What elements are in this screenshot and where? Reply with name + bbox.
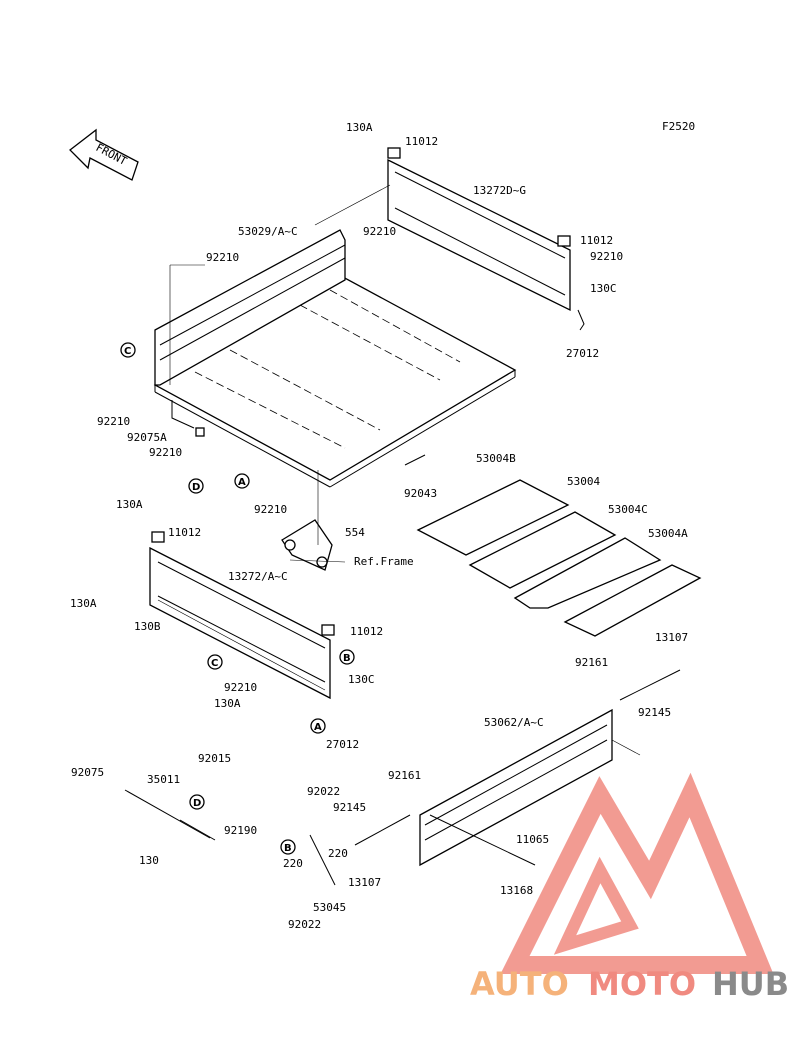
part-label: Ref.Frame: [354, 555, 414, 568]
part-label: 13272D~G: [473, 184, 526, 197]
callout-b-2: B: [280, 839, 296, 855]
part-label: 53004: [567, 475, 600, 488]
watermark-part1: AUTO: [470, 965, 569, 1003]
part-labels: 130A 11012 13272D~G 11012 92210 130C 270…: [70, 121, 688, 931]
part-label: 13168: [500, 884, 533, 897]
callout-c-2: C: [207, 654, 223, 670]
callout-a-2: A: [310, 718, 326, 734]
callout-letter: C: [124, 346, 131, 357]
part-label: 11012: [405, 135, 438, 148]
part-label: 92210: [363, 225, 396, 238]
part-label: 35011: [147, 773, 180, 786]
callout-letter: B: [284, 843, 292, 854]
part-label: 92145: [638, 706, 671, 719]
part-label: 27012: [326, 738, 359, 751]
callout-letter: A: [314, 722, 322, 733]
part-label: 53004B: [476, 452, 516, 465]
part-label: 130A: [346, 121, 373, 134]
figure-code: F2520: [662, 120, 695, 133]
part-label: 53045: [313, 901, 346, 914]
floor-mats: [416, 479, 702, 637]
front-arrow-icon: FRONT: [69, 128, 139, 181]
part-label: 53004C: [608, 503, 648, 516]
part-label: 130C: [348, 673, 375, 686]
callout-b-1: B: [339, 649, 355, 665]
part-label: 92210: [206, 251, 239, 264]
part-label: 92043: [404, 487, 437, 500]
callout-a-1: A: [234, 473, 250, 489]
part-label: 554: [345, 526, 365, 539]
part-label: 130C: [590, 282, 617, 295]
watermark-logo-icon: [500, 772, 774, 974]
part-label: 11065: [516, 833, 549, 846]
part-label: 130: [139, 854, 159, 867]
part-label: 92210: [149, 446, 182, 459]
part-label: 92075: [71, 766, 104, 779]
part-label: 92075A: [127, 431, 167, 444]
callout-d-2: D: [189, 794, 205, 810]
side-gate: [419, 708, 641, 867]
part-label: 27012: [566, 347, 599, 360]
part-label: 92015: [198, 752, 231, 765]
part-label: 11012: [168, 526, 201, 539]
part-label: 92210: [590, 250, 623, 263]
front-panel-upper: [387, 147, 585, 331]
part-label: 13107: [348, 876, 381, 889]
tailgate-lower: [149, 531, 335, 700]
callout-letter: C: [211, 658, 218, 669]
part-label: 220: [328, 847, 348, 860]
callout-d-1: D: [188, 478, 204, 494]
part-label: 92022: [307, 785, 340, 798]
part-label: 92210: [254, 503, 287, 516]
part-label: 130B: [134, 620, 161, 633]
rods: [124, 454, 681, 886]
part-label: 92161: [388, 769, 421, 782]
part-label: 53029/A~C: [238, 225, 298, 238]
callout-letter: D: [192, 482, 200, 493]
watermark-part2: MOTO: [588, 965, 696, 1003]
callout-letter: B: [343, 653, 351, 664]
part-label: 53004A: [648, 527, 688, 540]
part-label: 11012: [580, 234, 613, 247]
part-label: 13107: [655, 631, 688, 644]
watermark-text: AUTO MOTO HUB: [470, 965, 789, 1003]
watermark-part3: HUB: [712, 965, 789, 1003]
part-label: 13272/A~C: [228, 570, 288, 583]
part-label: 130A: [70, 597, 97, 610]
callout-c-1: C: [120, 342, 136, 358]
part-label: 11012: [350, 625, 383, 638]
part-label: 130A: [116, 498, 143, 511]
left-side-panel: [154, 229, 346, 437]
part-label: 92210: [97, 415, 130, 428]
part-label: 130A: [214, 697, 241, 710]
part-label: 92190: [224, 824, 257, 837]
part-label: 53062/A~C: [484, 716, 544, 729]
ref-frame: [281, 519, 333, 571]
part-label: 220: [283, 857, 303, 870]
part-label: 92022: [288, 918, 321, 931]
part-label: 92210: [224, 681, 257, 694]
part-label: 92145: [333, 801, 366, 814]
part-label: 92161: [575, 656, 608, 669]
callout-letter: A: [238, 477, 246, 488]
leader-lines: [169, 184, 391, 563]
callout-letter: D: [193, 798, 201, 809]
